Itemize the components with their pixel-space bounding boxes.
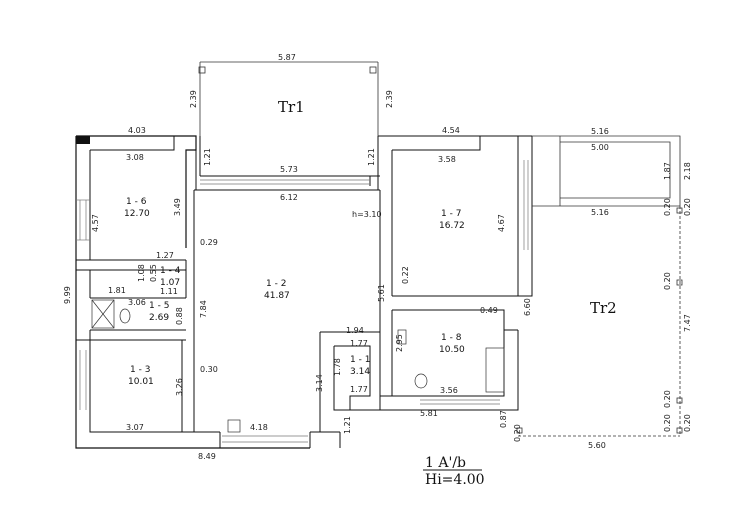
room-area: 10.50 — [439, 345, 465, 355]
dim: 4.03 — [128, 126, 146, 135]
dim: 6.60 — [523, 298, 532, 316]
room-area: 3.14 — [350, 367, 370, 377]
tr1-label: Tr1 — [278, 98, 305, 116]
dim: 0.55 — [149, 264, 158, 282]
dim: 3.14 — [315, 374, 324, 392]
room-id: 1 - 5 — [149, 301, 169, 311]
ceiling-height: h=3.10 — [352, 210, 382, 219]
dim: 0.87 — [499, 410, 508, 428]
dim-tr2-top: 5.16 — [591, 127, 609, 136]
dim: 0.20 — [663, 390, 672, 408]
room-id: 1 - 1 — [350, 355, 370, 365]
dim-tr1-top: 5.87 — [278, 53, 296, 62]
dim: 0.88 — [175, 307, 184, 325]
dim: 6.12 — [280, 193, 298, 202]
dim: 1.11 — [160, 287, 178, 296]
dim: 5.81 — [420, 409, 438, 418]
dim-tr2-mid: 5.00 — [591, 143, 609, 152]
dim: 0.22 — [401, 266, 410, 284]
room-area: 1.07 — [160, 278, 180, 288]
column-marker — [676, 207, 683, 214]
dim: 4.67 — [497, 214, 506, 232]
dim: 0.20 — [513, 424, 522, 442]
toilet — [414, 373, 428, 389]
dim: 1.77 — [350, 385, 368, 394]
dim: 0.29 — [200, 238, 218, 247]
dim: 9.99 — [63, 286, 72, 304]
column-marker — [676, 279, 683, 286]
fixture-box — [397, 329, 407, 345]
dim: 0.20 — [663, 272, 672, 290]
dim: 0.20 — [683, 414, 692, 432]
hi-value: Hi=4.00 — [425, 472, 485, 488]
dim: 5.61 — [377, 284, 386, 302]
column-marker — [198, 66, 206, 74]
tr2-label: Tr2 — [590, 299, 617, 317]
sink-counter — [485, 347, 505, 393]
dim: 1.94 — [346, 326, 364, 335]
column-marker — [676, 397, 683, 404]
room-area: 12.70 — [124, 209, 150, 219]
dim: 3.26 — [175, 378, 184, 396]
dim: 3.49 — [173, 198, 182, 216]
dim: 4.57 — [91, 214, 100, 232]
stair-symbol — [227, 419, 241, 433]
toilet — [119, 308, 131, 324]
dim: 5.73 — [280, 165, 298, 174]
room-area: 16.72 — [439, 221, 465, 231]
dim-tr2-bottom-len: 5.60 — [588, 441, 606, 450]
dim: 3.56 — [440, 386, 458, 395]
wall-block — [76, 136, 90, 144]
dim: 0.20 — [663, 198, 672, 216]
dim: 3.58 — [438, 155, 456, 164]
room-id: 1 - 2 — [266, 279, 286, 289]
room-area: 2.69 — [149, 313, 169, 323]
room-area: 41.87 — [264, 291, 290, 301]
dim: 2.95 — [395, 334, 404, 352]
dim: 1.78 — [333, 358, 342, 376]
column-marker — [369, 66, 377, 74]
dim: 3.07 — [126, 423, 144, 432]
room-area: 10.01 — [128, 377, 154, 387]
room-id: 1 - 6 — [126, 197, 147, 207]
dim: 4.54 — [442, 126, 460, 135]
dim: 1.81 — [108, 286, 126, 295]
dim: 1.27 — [156, 251, 174, 260]
dim: 0.20 — [663, 414, 672, 432]
dim: 3.06 — [128, 298, 146, 307]
dim-tr2-height: 7.47 — [683, 314, 692, 332]
room-id: 1 - 8 — [441, 333, 462, 343]
dim-tr1-left: 2.39 — [189, 90, 198, 108]
dim: 1.77 — [350, 339, 368, 348]
dim: 4.18 — [250, 423, 268, 432]
dim: 1.21 — [343, 416, 352, 434]
dim-tr2-right: 2.18 — [683, 162, 692, 180]
dim: 3.08 — [126, 153, 144, 162]
dim-tr1-right: 2.39 — [385, 90, 394, 108]
dim-tr2-right-inner: 1.87 — [663, 162, 672, 180]
dim: 1.21 — [203, 148, 212, 166]
room-id: 1 - 4 — [160, 266, 181, 276]
dim: 0.20 — [683, 198, 692, 216]
room-id: 1 - 7 — [441, 209, 461, 219]
sheet-code: 1 A'/b — [425, 455, 466, 471]
dim: 1.08 — [137, 264, 146, 282]
dim: 7.84 — [199, 300, 208, 318]
column-marker — [516, 427, 523, 434]
room-id: 1 - 3 — [130, 365, 150, 375]
dim-tr2-bottom: 5.16 — [591, 208, 609, 217]
column-marker — [676, 427, 683, 434]
dim: 1.21 — [367, 148, 376, 166]
shower-tray — [91, 299, 115, 329]
dim: 0.49 — [480, 306, 498, 315]
dim: 0.30 — [200, 365, 218, 374]
dim: 8.49 — [198, 452, 216, 461]
